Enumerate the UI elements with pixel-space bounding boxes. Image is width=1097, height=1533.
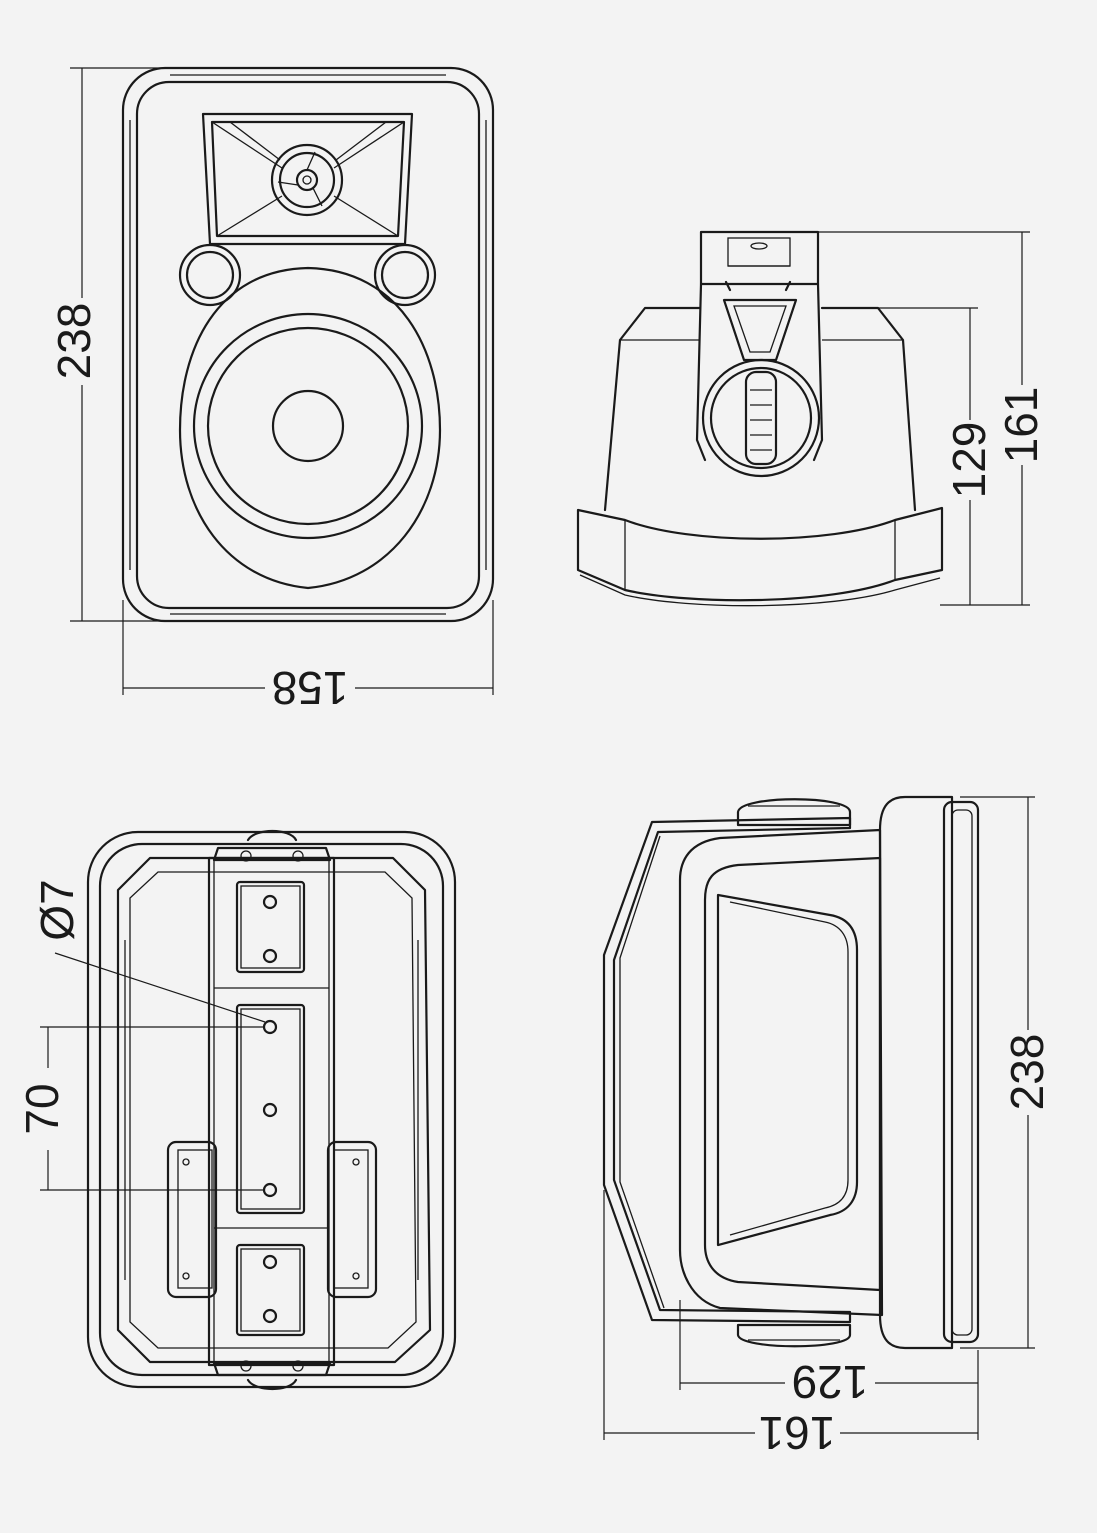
top-view: 161 129 <box>576 230 1047 607</box>
front-view: 238 158 <box>48 66 495 714</box>
side-view: 238 129 161 <box>602 795 1053 1459</box>
front-width-label: 158 <box>272 662 349 714</box>
top-depth-outer-dimension: 161 <box>818 231 1047 606</box>
rear-view: Ø7 70 <box>16 829 457 1391</box>
top-depth-inner-label: 129 <box>943 422 995 499</box>
rear-hole-diameter-label: Ø7 <box>31 879 83 940</box>
bass-port-left <box>178 243 242 307</box>
front-width-dimension: 158 <box>122 600 494 714</box>
top-depth-outer-label: 161 <box>995 387 1047 464</box>
front-height-label: 238 <box>48 303 100 380</box>
rear-hole-diameter-callout: Ø7 <box>31 879 266 1023</box>
woofer <box>178 266 442 590</box>
side-height-dimension: 238 <box>960 796 1053 1349</box>
side-height-label: 238 <box>1001 1034 1053 1111</box>
front-height-dimension: 238 <box>48 67 170 622</box>
side-depth-inner-dimension: 129 <box>679 1300 979 1408</box>
rear-hole-spacing-dimension: 70 <box>16 1026 265 1191</box>
side-depth-inner-label: 129 <box>792 1356 869 1408</box>
top-depth-inner-dimension: 129 <box>878 307 995 605</box>
tweeter-horn <box>201 112 414 246</box>
bass-port-right <box>373 243 437 307</box>
rear-hole-spacing-label: 70 <box>16 1083 68 1134</box>
side-depth-outer-dimension: 161 <box>603 1190 979 1459</box>
side-depth-outer-label: 161 <box>759 1407 836 1459</box>
